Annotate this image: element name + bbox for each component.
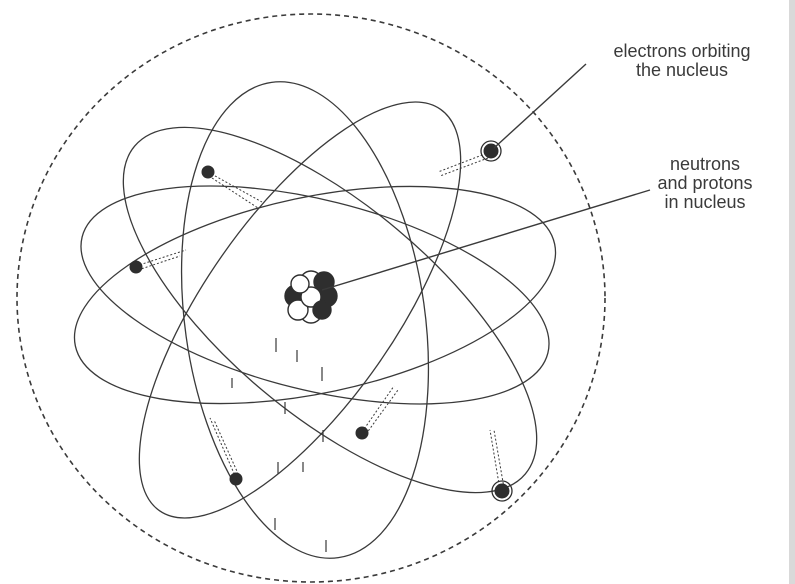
electrons-label: electrons orbiting the nucleus <box>582 42 782 80</box>
orbits <box>73 81 557 559</box>
electron-3-ring <box>480 140 502 162</box>
electrons-leader-line <box>493 63 587 149</box>
orbit-4 <box>138 101 462 519</box>
electrons-label-line-2: the nucleus <box>635 60 729 80</box>
nucleus-label: neutrons and protons in nucleus <box>630 155 780 212</box>
nucleus-label-line-1: neutrons <box>669 154 741 174</box>
orbit-1 <box>73 185 557 405</box>
electrons-label-line-1: electrons orbiting <box>613 41 751 61</box>
nucleus <box>284 270 338 324</box>
orbit-2 <box>80 185 550 405</box>
leader-lines <box>321 63 651 291</box>
orbit-3 <box>122 126 538 494</box>
electron-2 <box>129 260 143 274</box>
page-edge <box>789 0 795 584</box>
electrons <box>129 140 513 502</box>
nucleus-leader-line <box>321 189 651 291</box>
electron-trails <box>135 151 505 491</box>
electron-6-ring <box>491 480 513 502</box>
nucleus-label-line-2: and protons <box>657 173 753 193</box>
atom-boundary <box>16 13 606 583</box>
electron-4 <box>355 426 369 440</box>
electron-1 <box>201 165 215 179</box>
electron-5 <box>229 472 243 486</box>
orbit-5 <box>180 81 430 559</box>
orbit-ticks <box>231 338 327 552</box>
electron-6 <box>494 483 510 499</box>
nucleus-label-line-3: in nucleus <box>664 192 746 212</box>
